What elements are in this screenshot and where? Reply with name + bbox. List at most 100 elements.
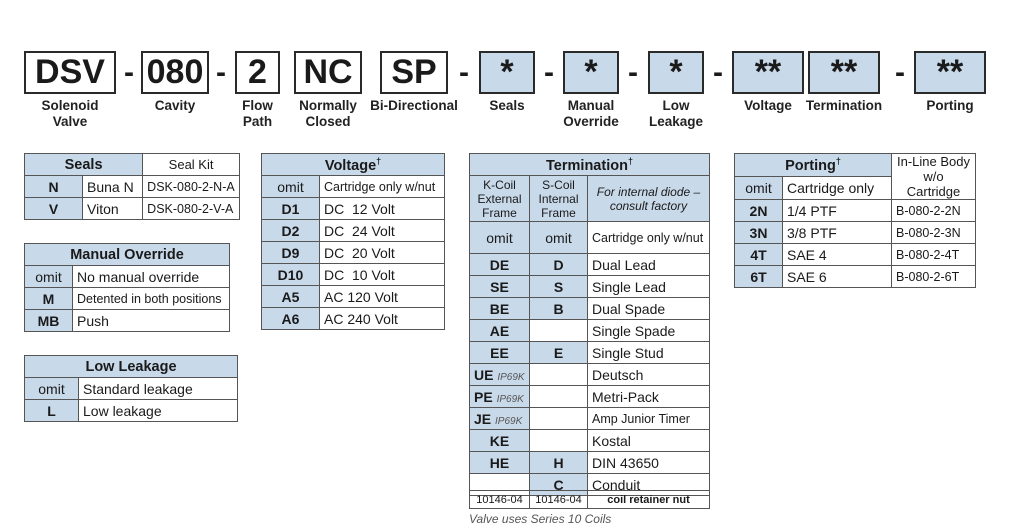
leakage-desc: Low leakage xyxy=(78,399,238,422)
porting-desc: 1/4 PTF xyxy=(782,199,892,222)
label-manual-override: Manual Override xyxy=(563,98,619,129)
code-dash: - xyxy=(713,56,723,89)
dagger-mark: † xyxy=(627,155,633,166)
leakage-desc: Standard leakage xyxy=(78,377,238,400)
code-dash: - xyxy=(544,56,554,89)
low-leakage-table: Low Leakage omit Standard leakage L Low … xyxy=(24,355,238,422)
termination-desc: Dual Spade xyxy=(587,297,710,320)
porting-desc: 3/8 PTF xyxy=(782,221,892,244)
termination-desc: Single Stud xyxy=(587,341,710,364)
seal-material: Viton xyxy=(81,197,144,220)
label-solenoid-valve: Solenoid Valve xyxy=(41,98,99,129)
code-box-flow-path: 2 xyxy=(235,51,280,94)
k-coil-retainer-part: 10146-04 xyxy=(469,490,530,509)
porting-desc: SAE 4 xyxy=(782,243,892,266)
s-coil-code: S xyxy=(529,275,588,298)
termination-desc: Single Spade xyxy=(587,319,710,342)
voltage-desc: AC 120 Volt xyxy=(319,285,445,308)
seals-title: Seals xyxy=(23,153,144,176)
voltage-code: A5 xyxy=(261,285,320,308)
termination-desc: Metri-Pack xyxy=(587,385,710,408)
s-coil-retainer-part: 10146-04 xyxy=(529,490,588,509)
label-seals: Seals xyxy=(489,98,525,113)
termination-table: Termination† K-Coil External Frame S-Coi… xyxy=(469,153,710,496)
coil-retainer-table: 10146-04 10146-04 coil retainer nut xyxy=(469,490,710,509)
override-code: M xyxy=(24,287,73,310)
s-coil-code: H xyxy=(529,451,588,474)
porting-code: omit xyxy=(734,176,783,200)
ip69k-tag: IP69K xyxy=(495,415,523,427)
seal-code: V xyxy=(24,197,83,220)
dagger-mark: † xyxy=(835,156,841,167)
k-coil-code: SE xyxy=(469,275,530,298)
table-row: AE Single Spade xyxy=(469,319,710,342)
manual-override-table: Manual Override omit No manual override … xyxy=(24,243,230,332)
k-coil-code: UE IP69K xyxy=(469,363,530,386)
voltage-desc: DC 10 Volt xyxy=(319,263,445,286)
k-coil-code: KE xyxy=(469,429,530,452)
s-coil-code xyxy=(529,429,588,452)
override-desc: Push xyxy=(72,309,230,332)
label-bi-directional: Bi-Directional xyxy=(370,98,458,113)
porting-body-part: B-080-2-2N xyxy=(891,199,976,222)
voltage-desc: DC 20 Volt xyxy=(319,241,445,264)
s-coil-code xyxy=(529,407,588,430)
code-box-bi-directional: SP xyxy=(380,51,448,94)
porting-table: Porting† In-Line Body w/o Cartridge omit… xyxy=(734,153,976,288)
voltage-code: D2 xyxy=(261,219,320,242)
code-dash: - xyxy=(124,56,134,89)
seal-code: N xyxy=(24,175,83,198)
manual-override-title: Manual Override xyxy=(24,243,230,266)
code-box-manual-override: * xyxy=(563,51,619,94)
label-normally-closed: Normally Closed xyxy=(299,98,357,129)
leakage-code: L xyxy=(24,399,79,422)
k-coil-code: DE xyxy=(469,253,530,276)
seal-kit: DSK-080-2-V-A xyxy=(142,197,240,220)
voltage-desc: Cartridge only w/nut xyxy=(319,175,445,198)
table-row: V Viton DSK-080-2-V-A xyxy=(24,197,240,220)
table-row: M Detented in both positions xyxy=(24,287,230,310)
coil-series-note: Valve uses Series 10 Coils xyxy=(469,512,612,526)
s-coil-header: S-Coil Internal Frame xyxy=(529,175,588,222)
code-box-porting: ** xyxy=(914,51,986,94)
label-flow-path: Flow Path xyxy=(242,98,273,129)
porting-desc: SAE 6 xyxy=(782,265,892,288)
code-dash: - xyxy=(628,56,638,89)
termination-desc: Dual Lead xyxy=(587,253,710,276)
override-code: omit xyxy=(24,265,73,288)
termination-desc: Deutsch xyxy=(587,363,710,386)
code-box-cavity: 080 xyxy=(141,51,209,94)
k-coil-code: AE xyxy=(469,319,530,342)
termination-desc: Single Lead xyxy=(587,275,710,298)
s-coil-code: D xyxy=(529,253,588,276)
k-coil-code: BE xyxy=(469,297,530,320)
override-desc: No manual override xyxy=(72,265,230,288)
seal-material: Buna N xyxy=(81,175,144,198)
voltage-desc: DC 24 Volt xyxy=(319,219,445,242)
s-coil-code xyxy=(529,363,588,386)
porting-body-part: B-080-2-6T xyxy=(891,265,976,288)
voltage-desc: DC 12 Volt xyxy=(319,197,445,220)
s-coil-code: B xyxy=(529,297,588,320)
retainer-desc: coil retainer nut xyxy=(587,490,710,509)
k-coil-header: K-Coil External Frame xyxy=(469,175,530,222)
voltage-code: A6 xyxy=(261,307,320,330)
seal-kit-header: Seal Kit xyxy=(142,153,240,176)
table-row: omit Cartridge only xyxy=(734,176,976,200)
porting-code: 6T xyxy=(734,265,783,288)
voltage-code: omit xyxy=(261,175,320,198)
